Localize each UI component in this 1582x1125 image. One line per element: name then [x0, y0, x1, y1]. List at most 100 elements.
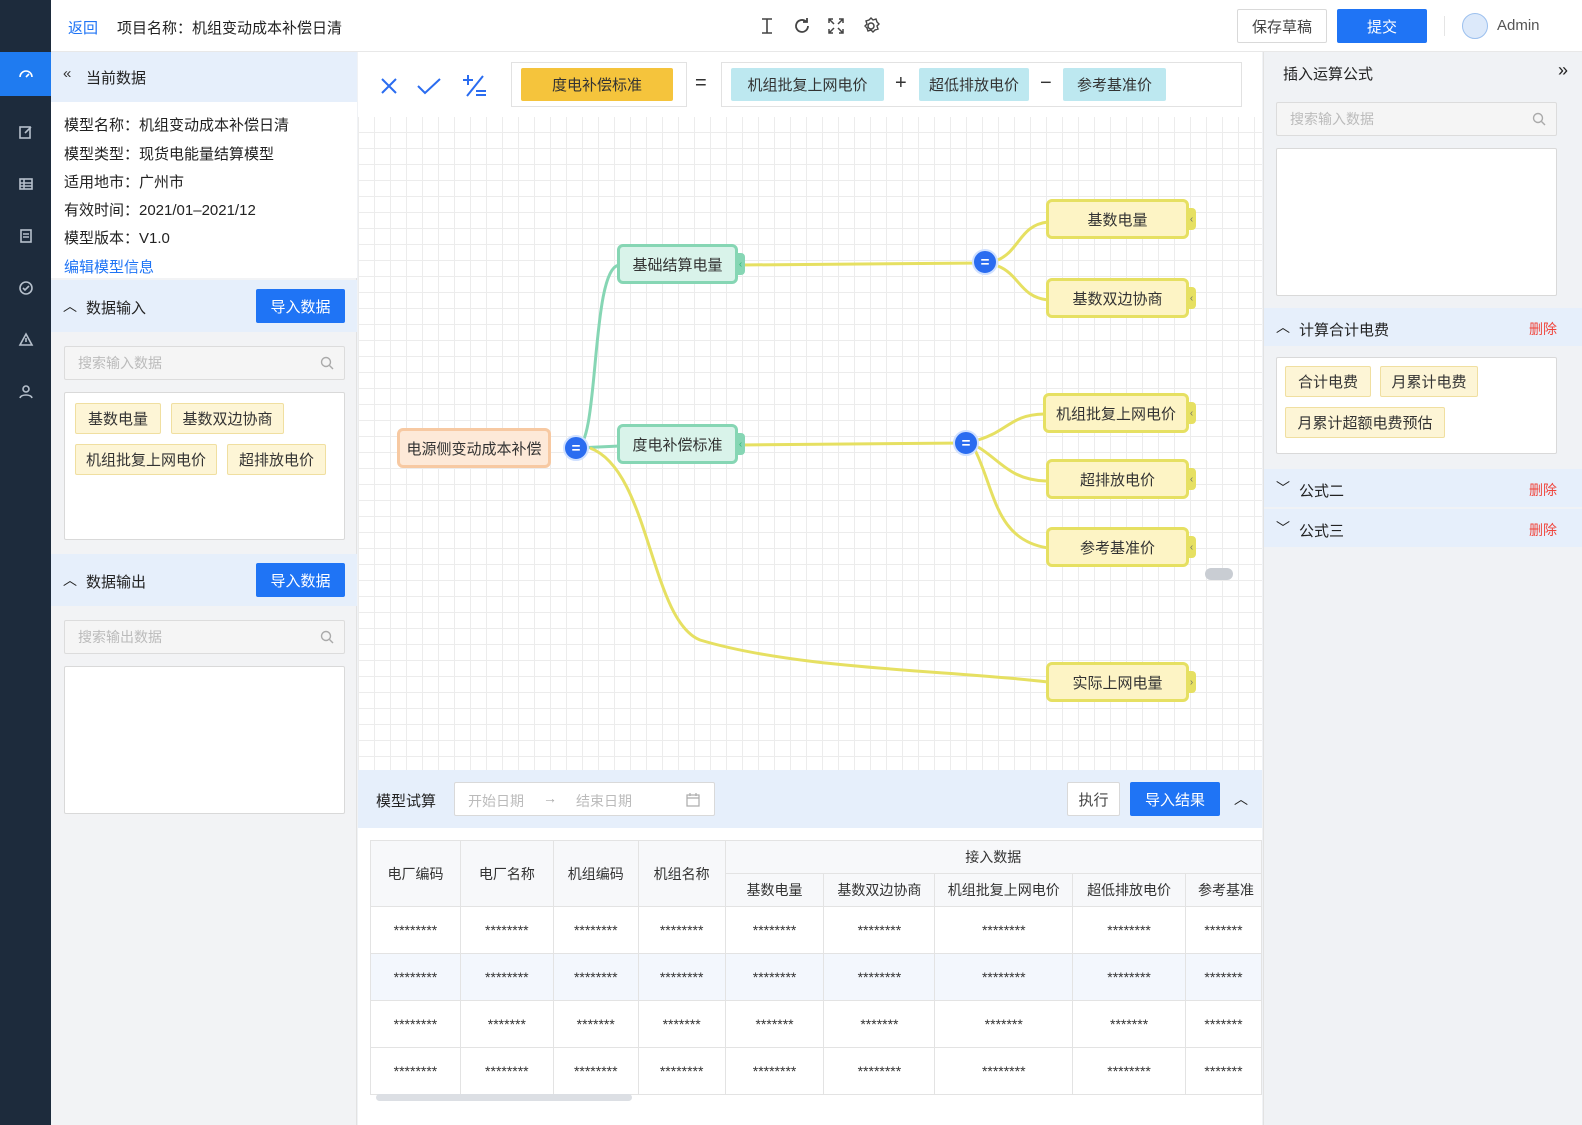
table-cell: ********	[370, 906, 461, 954]
branch-node[interactable]: 基础结算电量‹	[617, 244, 745, 284]
formula-term[interactable]: 参考基准价	[1063, 68, 1166, 101]
formula-tag[interactable]: 月累计超额电费预估	[1285, 407, 1445, 438]
edit-icon[interactable]	[0, 110, 51, 154]
leaf-node[interactable]: 实际上网电量›	[1046, 662, 1196, 702]
table-header: 机组编码	[552, 840, 639, 907]
formula-tag[interactable]: 月累计电费	[1380, 366, 1478, 397]
table-cell: *******	[1185, 1000, 1262, 1048]
table-icon[interactable]	[0, 162, 51, 206]
chevron-up-icon[interactable]: ︿	[1276, 319, 1290, 335]
table-header: 电厂名称	[459, 840, 554, 907]
info-line: 适用地市：广州市	[64, 174, 185, 191]
trial-title: 模型试算	[376, 793, 437, 810]
current-data-header: « 当前数据	[51, 52, 357, 102]
formula-term[interactable]: 超低排放电价	[919, 68, 1029, 101]
leaf-node-label: 机组批复上网电价	[1055, 405, 1176, 423]
delete-button[interactable]: 删除	[1529, 321, 1557, 337]
import-data-button[interactable]: 导入数据	[256, 563, 345, 597]
text-cursor-icon[interactable]	[758, 16, 776, 36]
import-data-button[interactable]: 导入数据	[256, 289, 345, 323]
double-chevron-left-icon[interactable]: «	[63, 65, 72, 82]
search-icon	[320, 356, 334, 370]
input-search[interactable]: 搜索输入数据	[64, 346, 345, 380]
warning-icon[interactable]	[0, 318, 51, 362]
check-circle-icon[interactable]	[0, 266, 51, 310]
more-icon[interactable]	[1205, 568, 1233, 580]
delete-button[interactable]: 删除	[1529, 482, 1557, 498]
chevron-left-icon[interactable]: ‹	[1187, 208, 1196, 230]
leaf-node[interactable]: 基数双边协商‹	[1046, 278, 1196, 318]
search-placeholder: 搜索输入数据	[78, 355, 162, 371]
edit-model-link[interactable]: 编辑模型信息	[64, 259, 155, 276]
table-cell: *******	[724, 1000, 825, 1048]
table-row[interactable]: ****************************************…	[370, 953, 1262, 1001]
table-cell: ********	[934, 953, 1074, 1001]
execute-button[interactable]: 执行	[1067, 782, 1120, 816]
input-tag[interactable]: 基数双边协商	[171, 403, 284, 434]
chevron-up-icon[interactable]: ︿	[63, 572, 77, 588]
save-draft-button[interactable]: 保存草稿	[1237, 9, 1327, 43]
delete-button[interactable]: 删除	[1529, 522, 1557, 538]
settings-icon[interactable]	[861, 16, 881, 36]
root-node[interactable]: 电源侧变动成本补偿	[397, 428, 551, 468]
formula1-header: ︿ 计算合计电费 删除	[1264, 308, 1582, 346]
formula-search[interactable]: 搜索输入数据	[1276, 102, 1557, 136]
formula-tag[interactable]: 合计电费	[1285, 366, 1371, 397]
input-tag[interactable]: 超排放电价	[227, 444, 326, 475]
equals-node[interactable]: =	[563, 435, 589, 461]
horizontal-scrollbar[interactable]	[376, 1094, 632, 1101]
table-cell: ********	[370, 953, 461, 1001]
branch-node[interactable]: 度电补偿标准 ‹	[617, 424, 745, 464]
document-icon[interactable]	[0, 214, 51, 258]
avatar[interactable]	[1462, 13, 1488, 39]
output-search[interactable]: 搜索输出数据	[64, 620, 345, 654]
table-group-header: 接入数据	[724, 840, 1263, 874]
end-date-input[interactable]: 结束日期	[576, 793, 632, 809]
branch-node-label: 度电补偿标准	[632, 436, 723, 454]
check-icon[interactable]	[416, 76, 442, 96]
close-icon[interactable]	[379, 76, 399, 96]
minus-sign: −	[1040, 72, 1052, 94]
chevron-right-icon[interactable]: ›	[1187, 671, 1196, 693]
chevron-down-icon[interactable]: ﹀	[1276, 520, 1290, 536]
double-chevron-right-icon[interactable]: »	[1558, 60, 1569, 80]
chevron-left-icon[interactable]: ‹	[1187, 468, 1196, 490]
table-cell: ********	[459, 906, 554, 954]
chevron-up-icon[interactable]: ︿	[63, 298, 77, 314]
dashboard-icon[interactable]	[0, 52, 51, 96]
equals-node[interactable]: =	[953, 430, 979, 456]
user-icon[interactable]	[0, 370, 51, 414]
date-range-picker[interactable]: 开始日期 → 结束日期	[454, 782, 715, 816]
leaf-node[interactable]: 超排放电价‹	[1046, 459, 1196, 499]
chevron-down-icon[interactable]: ﹀	[1276, 480, 1290, 496]
chevron-left-icon[interactable]: ‹	[1187, 536, 1196, 558]
leaf-node[interactable]: 参考基准价‹	[1046, 527, 1196, 567]
table-row[interactable]: ****************************************…	[370, 906, 1262, 954]
input-tag[interactable]: 机组批复上网电价	[75, 444, 217, 475]
chevron-left-icon[interactable]: ‹	[1187, 402, 1196, 424]
table-cell: ********	[637, 953, 726, 1001]
back-link[interactable]: 返回	[68, 20, 99, 37]
table-header: 基数双边协商	[823, 873, 936, 907]
fullscreen-icon[interactable]	[827, 17, 845, 35]
chevron-left-icon[interactable]: ‹	[736, 433, 745, 455]
leaf-node[interactable]: 基数电量‹	[1046, 199, 1196, 239]
chevron-left-icon[interactable]: ‹	[1187, 287, 1196, 309]
info-line: 模型类型：现货电能量结算模型	[64, 146, 275, 163]
chevron-up-icon[interactable]: ︿	[1234, 791, 1248, 807]
formula-target[interactable]: 度电补偿标准	[521, 68, 673, 101]
table-row[interactable]: ****************************************…	[370, 1000, 1262, 1048]
input-tag[interactable]: 基数电量	[75, 403, 161, 434]
equals-node[interactable]: =	[972, 249, 998, 275]
table-cell: ********	[724, 906, 825, 954]
user-name[interactable]: Admin	[1497, 17, 1540, 34]
formula-term[interactable]: 机组批复上网电价	[731, 68, 884, 101]
table-row[interactable]: ****************************************…	[370, 1047, 1262, 1095]
plus-minus-icon[interactable]	[462, 73, 488, 99]
import-result-button[interactable]: 导入结果	[1130, 782, 1220, 816]
chevron-left-icon[interactable]: ‹	[736, 253, 745, 275]
refresh-icon[interactable]	[792, 16, 812, 36]
start-date-input[interactable]: 开始日期	[468, 793, 524, 809]
submit-button[interactable]: 提交	[1337, 9, 1427, 43]
leaf-node[interactable]: 机组批复上网电价 ‹	[1043, 393, 1196, 433]
